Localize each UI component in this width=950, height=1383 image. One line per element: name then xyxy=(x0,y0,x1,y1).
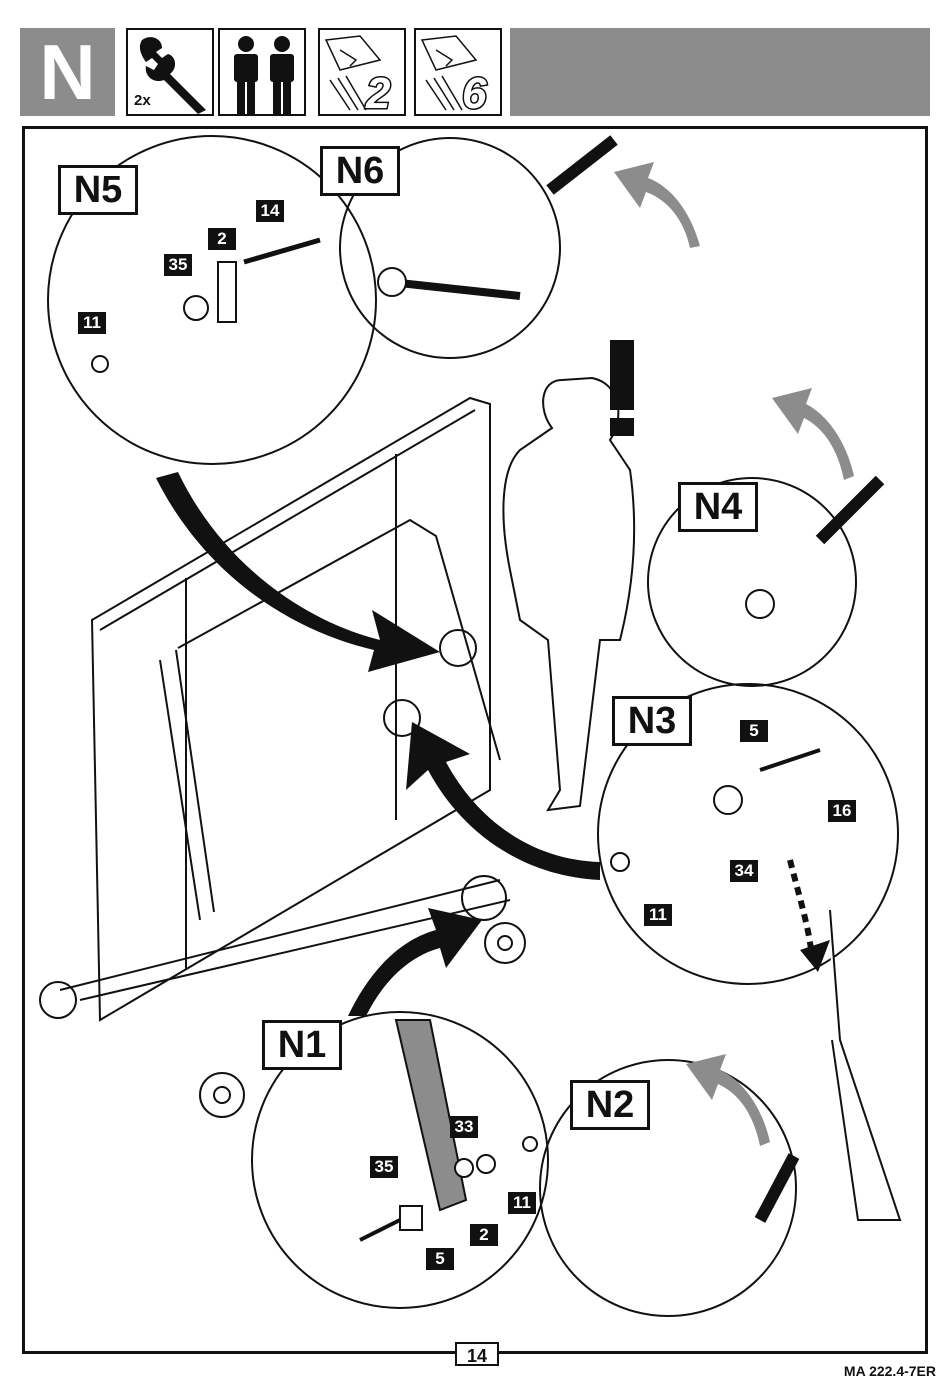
part-tag: 5 xyxy=(740,720,768,742)
part-tag: 2 xyxy=(208,228,236,250)
callout-n3: N3 xyxy=(612,696,692,746)
part-tag: 33 xyxy=(450,1116,478,1138)
wheel-right xyxy=(485,923,525,963)
callout-n1: N1 xyxy=(262,1020,342,1070)
page-number: 14 xyxy=(455,1342,499,1366)
wheel-left xyxy=(200,1073,244,1117)
callout-n6: N6 xyxy=(320,146,400,196)
part-tag: 11 xyxy=(508,1192,536,1214)
part-tag: 11 xyxy=(78,312,106,334)
part-tag: 5 xyxy=(426,1248,454,1270)
document-code: MA 222.4-7ER xyxy=(844,1363,936,1379)
part-tag: 14 xyxy=(256,200,284,222)
callout-n4: N4 xyxy=(678,482,758,532)
wheel-left-back xyxy=(40,982,76,1018)
table-top xyxy=(92,398,490,1020)
arrow-n4-turn xyxy=(772,388,854,480)
part-tag: 35 xyxy=(370,1156,398,1178)
part-tag: 16 xyxy=(828,800,856,822)
arrow-n2-turn xyxy=(686,1054,770,1146)
callout-n5: N5 xyxy=(58,165,138,215)
part-tag: 35 xyxy=(164,254,192,276)
arrow-n6-turn xyxy=(614,162,700,248)
arrow-n1 xyxy=(348,908,482,1016)
callout-n2: N2 xyxy=(570,1080,650,1130)
part-tag: 34 xyxy=(730,860,758,882)
part-tag: 2 xyxy=(470,1224,498,1246)
part-tag: 11 xyxy=(644,904,672,926)
